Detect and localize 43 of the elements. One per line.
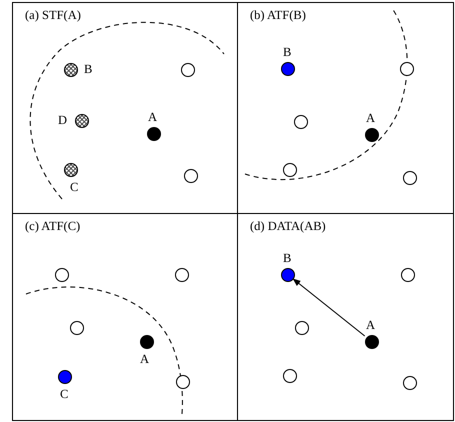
node-label: A bbox=[148, 111, 158, 124]
node-circle bbox=[283, 369, 297, 383]
node-label: B bbox=[283, 46, 292, 58]
node-circle bbox=[403, 171, 417, 185]
node-circle bbox=[175, 268, 189, 282]
highlighted-node-circle bbox=[281, 62, 295, 76]
filled-node-circle bbox=[365, 128, 379, 142]
node-circle bbox=[403, 376, 417, 390]
node-label: B bbox=[84, 63, 92, 76]
node-label: B bbox=[283, 252, 292, 264]
filled-node-circle bbox=[140, 335, 154, 349]
node-circle bbox=[184, 169, 198, 183]
node-label: D bbox=[58, 114, 68, 126]
node-label: C bbox=[70, 181, 78, 194]
panel bbox=[12, 2, 238, 214]
panel-title: (b) ATF(B) bbox=[250, 9, 306, 22]
node-circle bbox=[55, 268, 69, 282]
panel-title: (d) DATA(AB) bbox=[250, 220, 326, 232]
node-circle bbox=[181, 63, 195, 77]
panel bbox=[12, 213, 238, 421]
panel bbox=[237, 2, 454, 214]
highlighted-node-circle bbox=[58, 370, 72, 384]
node-label: C bbox=[60, 388, 68, 400]
highlighted-node-circle bbox=[281, 268, 295, 282]
hatched-node-circle bbox=[64, 163, 78, 177]
node-circle bbox=[176, 375, 190, 389]
node-circle bbox=[400, 62, 414, 76]
node-label: A bbox=[366, 112, 376, 124]
node-circle bbox=[295, 321, 309, 335]
node-label: A bbox=[140, 353, 150, 366]
node-circle bbox=[283, 163, 297, 177]
hatched-node-circle bbox=[75, 114, 89, 128]
panel bbox=[237, 213, 454, 421]
filled-node-circle bbox=[147, 127, 161, 141]
arrow bbox=[292, 278, 366, 336]
node-circle bbox=[70, 321, 84, 335]
filled-node-circle bbox=[365, 335, 379, 349]
node-label: A bbox=[366, 319, 376, 332]
node-circle bbox=[401, 268, 415, 282]
node-circle bbox=[294, 115, 308, 129]
hatched-node-circle bbox=[64, 63, 78, 77]
panel-title: (a) STF(A) bbox=[25, 9, 81, 22]
panel-title: (c) ATF(C) bbox=[25, 220, 80, 232]
